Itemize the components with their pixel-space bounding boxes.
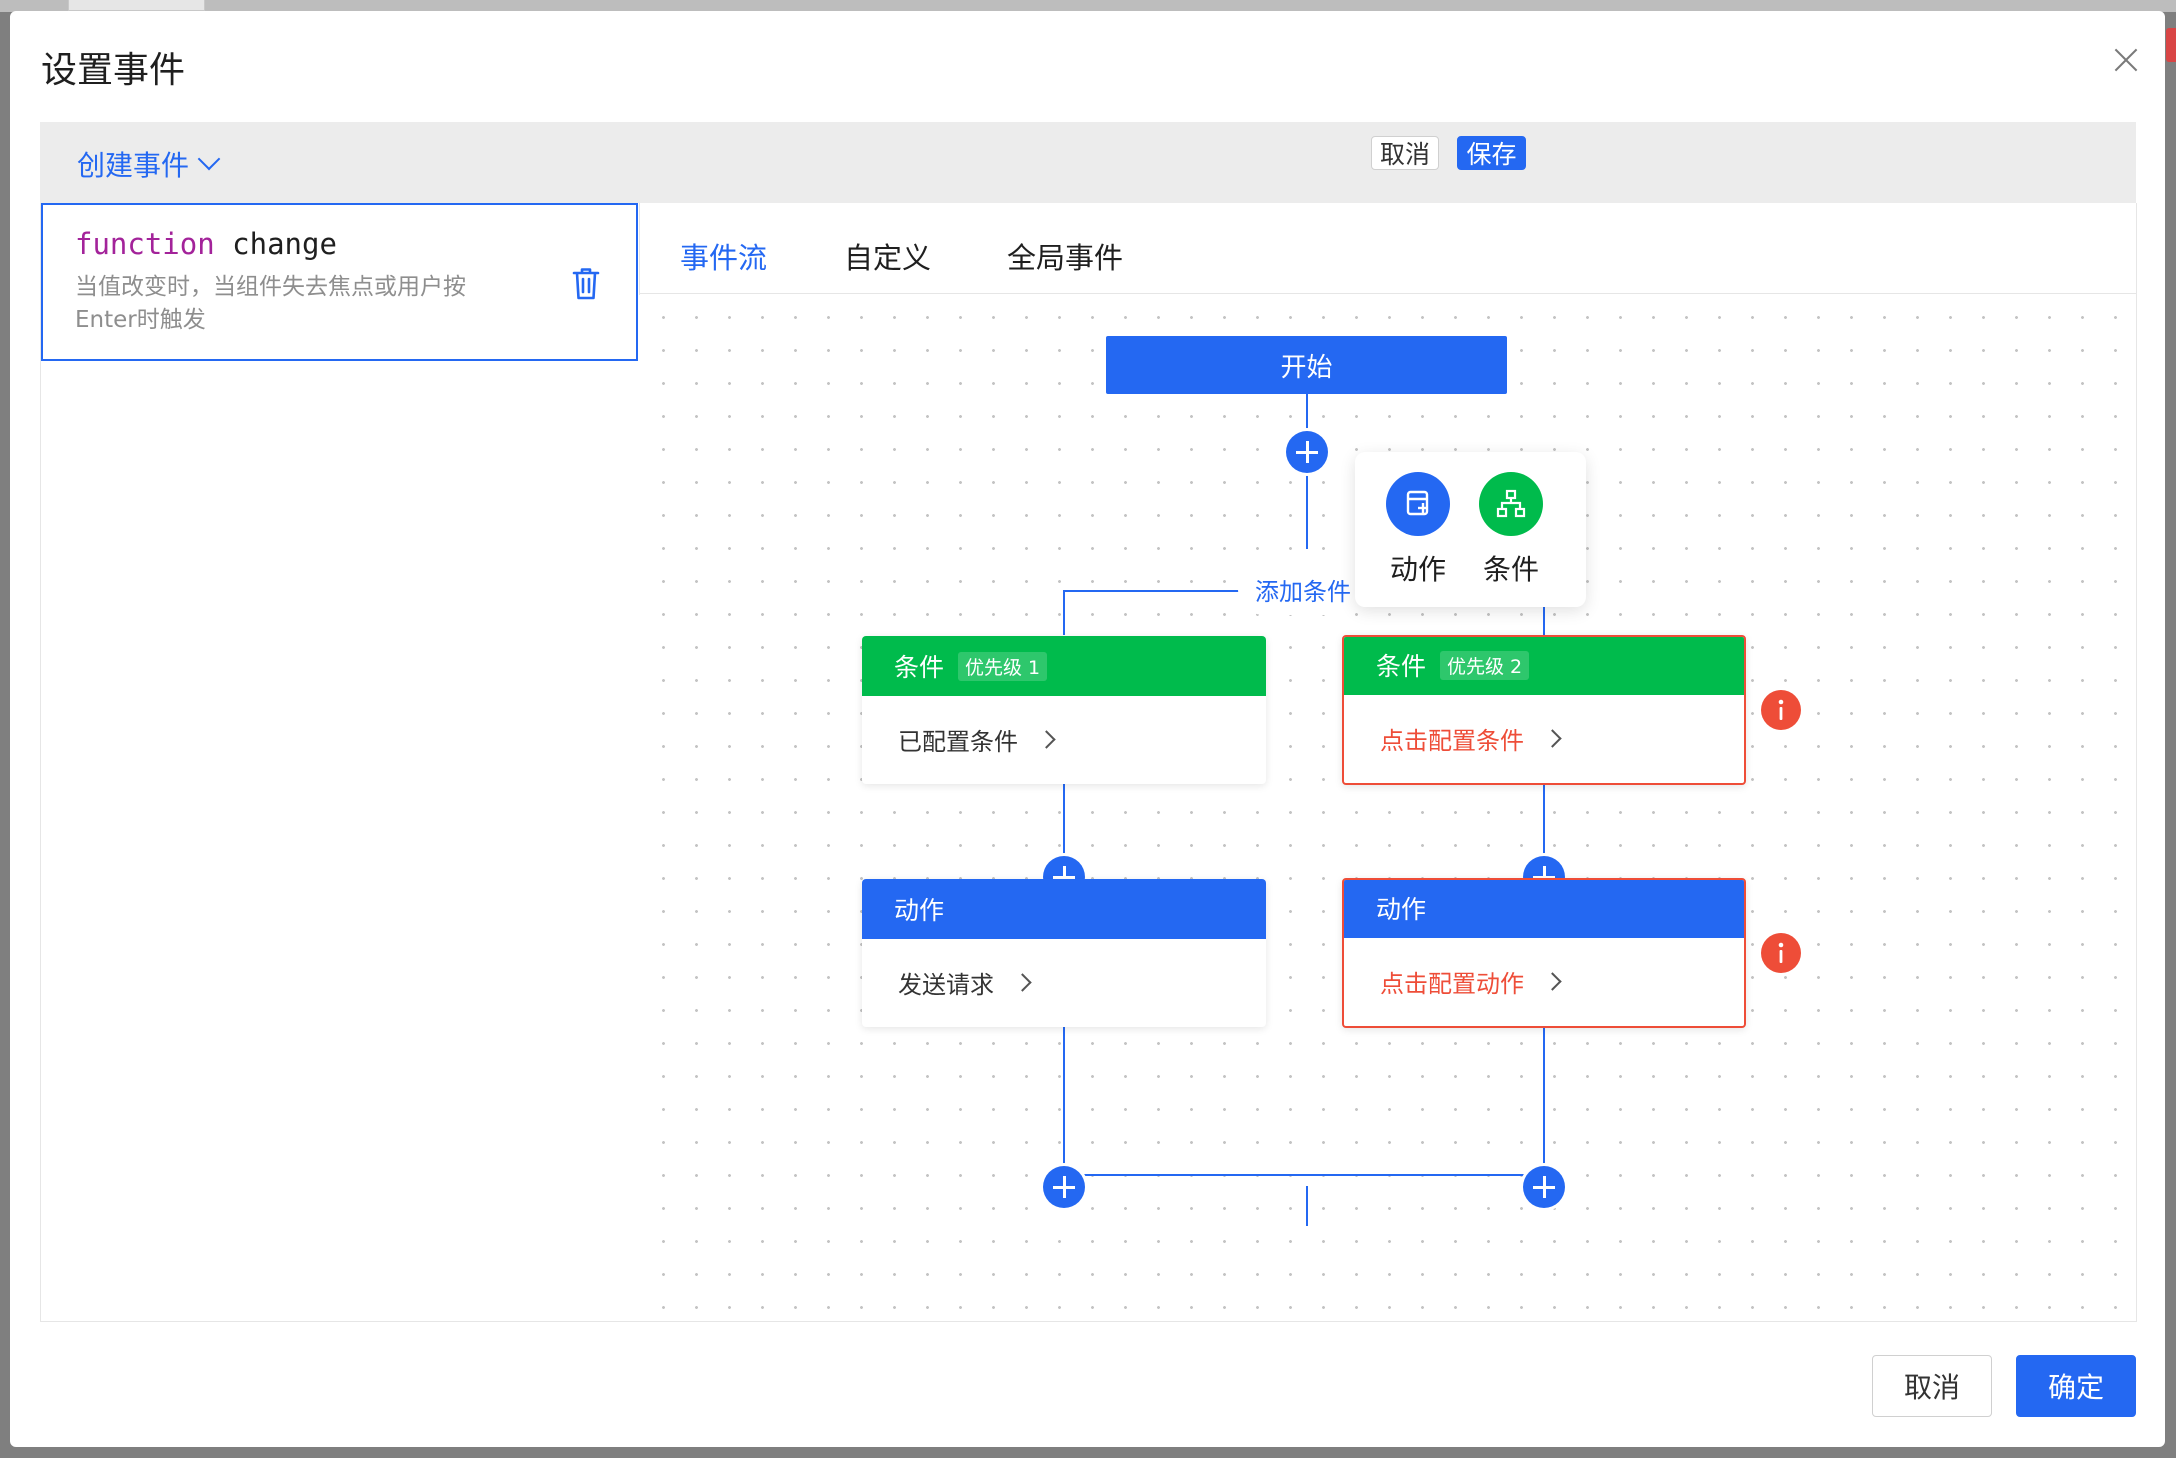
tab-custom[interactable]: 自定义: [844, 241, 932, 275]
add-node-plus-icon[interactable]: [1043, 1166, 1085, 1208]
background-page: [0, 0, 2176, 12]
action-node-text: 点击配置动作: [1380, 969, 1524, 998]
condition-node-header: 条件 优先级 2: [1344, 637, 1744, 695]
condition-node-title: 条件: [894, 653, 945, 682]
priority-badge: 优先级 2: [1440, 650, 1530, 680]
save-button[interactable]: 保存: [1457, 136, 1526, 170]
action-node-icon: [1386, 472, 1450, 536]
condition-node-body: 已配置条件: [862, 696, 1266, 782]
connector-line: [1543, 590, 1545, 635]
connector-line: [1063, 1174, 1545, 1176]
action-node-unconfigured[interactable]: 动作 点击配置动作: [1342, 878, 1746, 1028]
add-condition-button[interactable]: 添加条件: [1238, 563, 1368, 615]
flow-start-node[interactable]: 开始: [1106, 336, 1507, 394]
action-node-header: 动作: [862, 879, 1266, 939]
error-info-icon[interactable]: [1761, 690, 1801, 730]
create-event-dropdown[interactable]: 创建事件: [77, 144, 221, 184]
action-node-text: 发送请求: [898, 970, 994, 999]
close-icon[interactable]: [2106, 41, 2146, 81]
cancel-button[interactable]: 取消: [1872, 1355, 1992, 1417]
connector-line: [1063, 1026, 1065, 1176]
background-edge-badge: [2166, 28, 2176, 62]
action-node-title: 动作: [1376, 895, 1427, 924]
condition-node-title: 条件: [1376, 652, 1427, 681]
popover-add-condition[interactable]: 条件: [1476, 472, 1546, 588]
action-node-header: 动作: [1344, 880, 1744, 938]
action-node-send-request[interactable]: 动作 发送请求: [862, 879, 1266, 1027]
event-settings-dialog: 设置事件 创建事件 取消 保存 function change 当值改变时，当组…: [10, 11, 2165, 1447]
tab-event-flow[interactable]: 事件流: [680, 235, 768, 301]
add-node-plus-icon[interactable]: [1286, 431, 1328, 473]
confirm-button[interactable]: 确定: [2016, 1355, 2136, 1417]
add-node-plus-icon[interactable]: [1523, 1166, 1565, 1208]
chevron-right-icon: [1543, 728, 1562, 748]
tab-global-events[interactable]: 全局事件: [1007, 241, 1124, 275]
error-info-icon[interactable]: [1761, 933, 1801, 973]
popover-condition-label: 条件: [1482, 553, 1539, 586]
event-name: change: [232, 227, 337, 261]
connector-line: [1306, 1186, 1308, 1226]
event-signature: function change: [75, 227, 337, 261]
connector-line: [1063, 590, 1065, 635]
function-keyword: function: [75, 227, 215, 261]
popover-add-action[interactable]: 动作: [1383, 472, 1453, 588]
event-editor-panel: 事件流 自定义 全局事件 开始 添加条件: [639, 203, 2137, 1322]
connector-line: [1543, 1026, 1545, 1176]
toolbar-cancel-button[interactable]: 取消: [1371, 136, 1439, 170]
condition-node-priority-2[interactable]: 条件 优先级 2 点击配置条件: [1342, 635, 1746, 785]
condition-node-header: 条件 优先级 1: [862, 636, 1266, 696]
trash-icon[interactable]: [571, 267, 601, 301]
editor-tabs: 事件流 自定义 全局事件: [639, 203, 2136, 301]
chevron-right-icon: [1543, 971, 1562, 991]
condition-node-priority-1[interactable]: 条件 优先级 1 已配置条件: [862, 636, 1266, 784]
connector-line: [1063, 783, 1065, 878]
condition-tree-icon: [1479, 472, 1543, 536]
action-node-body: 发送请求: [862, 939, 1266, 1025]
event-description: 当值改变时，当组件失去焦点或用户按Enter时触发: [75, 274, 466, 333]
condition-node-text: 已配置条件: [898, 727, 1018, 756]
background-tab: [68, 0, 205, 11]
action-node-body: 点击配置动作: [1344, 938, 1744, 1024]
connector-line: [1063, 590, 1308, 592]
event-flow-canvas[interactable]: 开始 添加条件 动作: [639, 295, 2136, 1321]
event-list-panel: function change 当值改变时，当组件失去焦点或用户按Enter时触…: [40, 203, 640, 1322]
connector-line: [1543, 783, 1545, 878]
condition-node-body: 点击配置条件: [1344, 695, 1744, 781]
event-toolbar: 创建事件 取消 保存: [40, 122, 2136, 203]
create-event-label: 创建事件: [77, 149, 190, 182]
priority-badge: 优先级 1: [958, 651, 1048, 681]
chevron-right-icon: [1037, 729, 1056, 749]
chevron-right-icon: [1013, 972, 1032, 992]
event-list-item[interactable]: function change 当值改变时，当组件失去焦点或用户按Enter时触…: [41, 203, 638, 361]
chevron-down-icon: [197, 147, 221, 171]
add-node-popover: 动作 条件: [1355, 452, 1586, 607]
condition-node-text: 点击配置条件: [1380, 726, 1524, 755]
popover-action-label: 动作: [1389, 553, 1446, 586]
dialog-title: 设置事件: [41, 50, 186, 91]
action-node-title: 动作: [894, 896, 945, 925]
